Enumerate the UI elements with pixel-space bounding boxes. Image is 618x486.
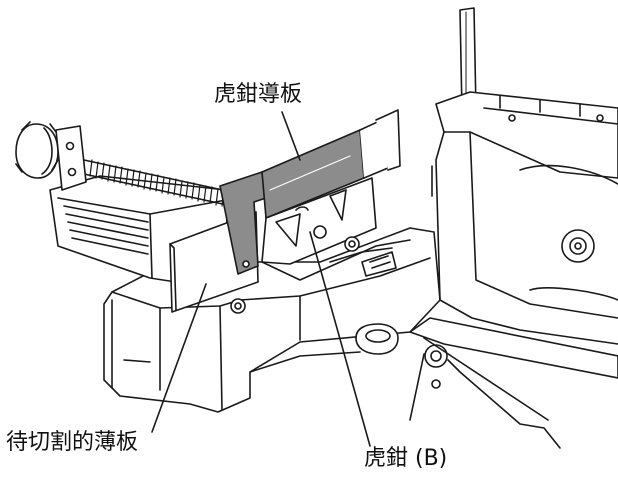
lead-screw — [83, 159, 233, 207]
callout-vise-b: 虎鉗 (B) — [364, 446, 448, 471]
saw-head — [431, 7, 618, 345]
vise-guide-plate — [219, 109, 401, 275]
leader-guide-plate — [281, 111, 301, 161]
foot-stand — [409, 317, 618, 449]
hand-wheel — [15, 121, 87, 191]
callout-vise-guide-plate: 虎鉗導板 — [214, 82, 303, 107]
bolt-head — [230, 298, 246, 314]
leader-lines — [151, 111, 371, 447]
leader-vise-b — [309, 231, 371, 447]
callout-workpiece-thin-plate: 待切割的薄板 — [6, 430, 139, 455]
hex-nut — [355, 323, 399, 355]
vise-b — [261, 177, 411, 281]
leader-workpiece — [151, 283, 207, 433]
